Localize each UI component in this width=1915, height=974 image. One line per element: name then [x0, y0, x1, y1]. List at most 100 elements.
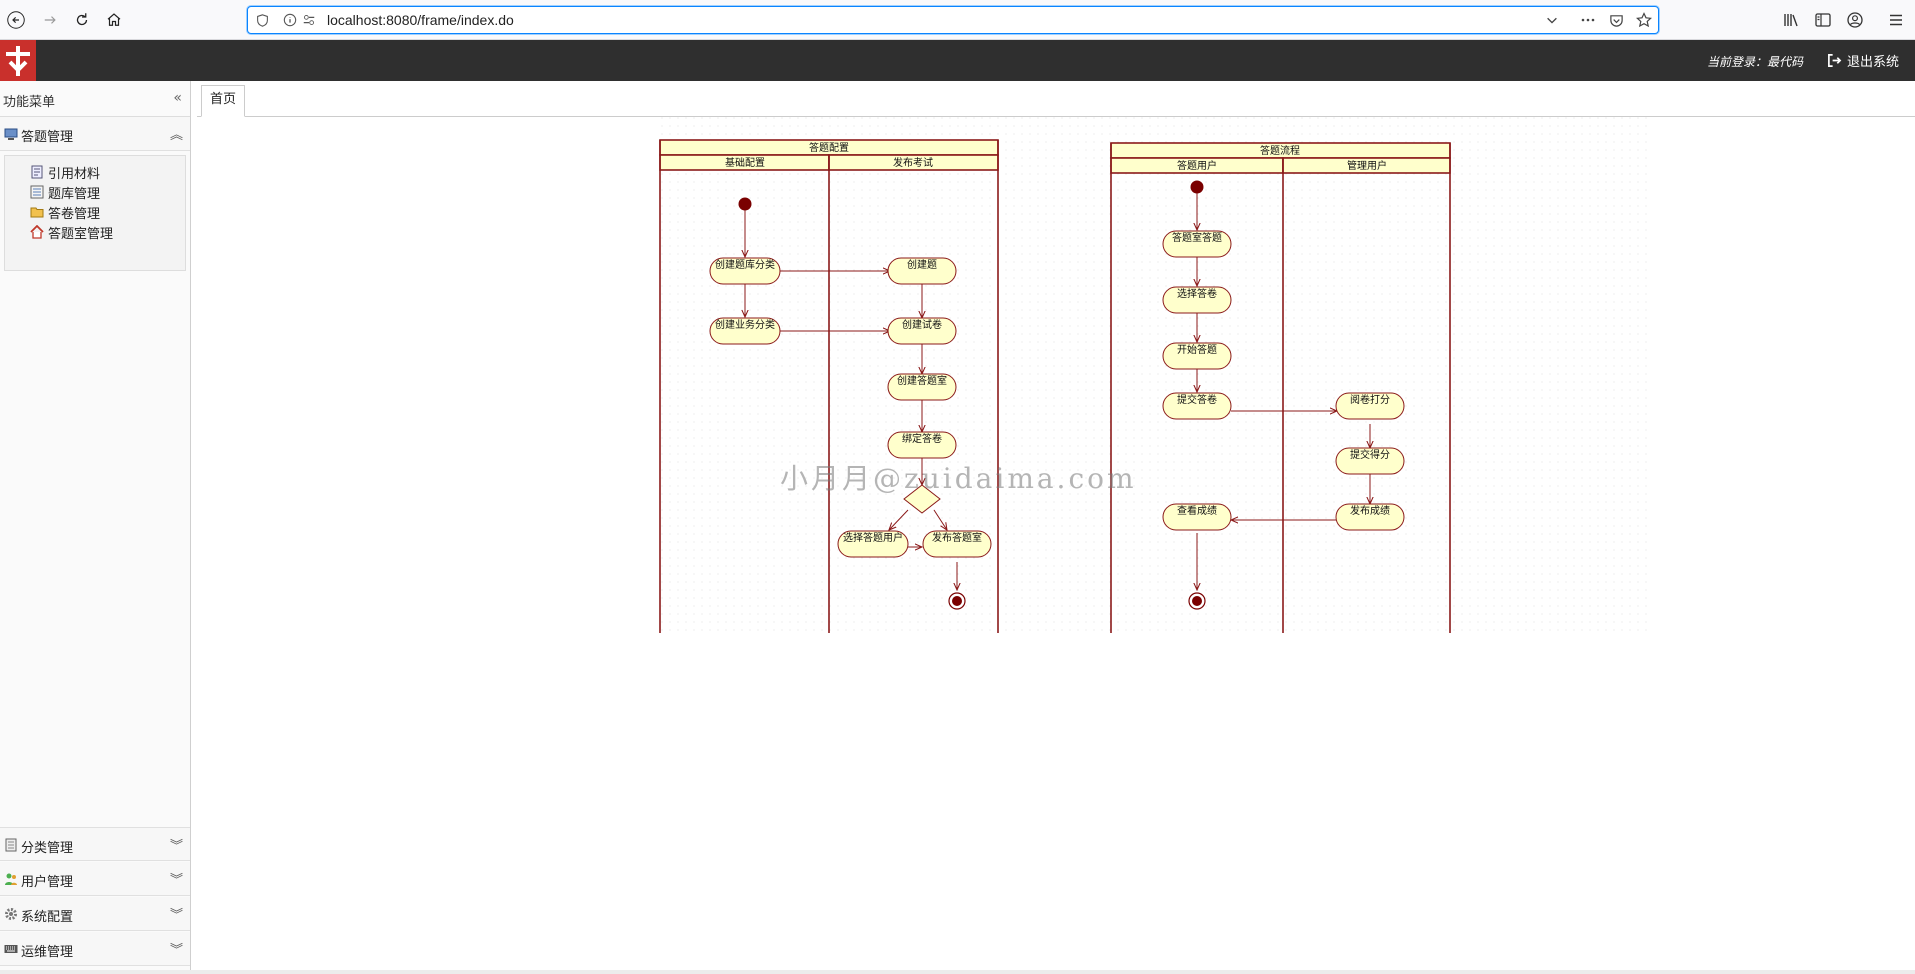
permissions-icon[interactable] — [301, 12, 317, 28]
activity-node — [1162, 503, 1232, 531]
watermark: 小月月@zuidaima.com — [780, 462, 1137, 495]
node-label: 查看成绩 — [1177, 504, 1217, 517]
node-label: 创建业务分类 — [715, 318, 775, 331]
reload-icon — [76, 13, 88, 26]
info-icon[interactable] — [282, 12, 298, 28]
activity-node — [709, 257, 781, 285]
accordion-label: 系统配置 — [21, 910, 74, 925]
initial-node — [1190, 180, 1204, 194]
node-label: 选择答卷 — [1177, 287, 1217, 300]
current-login-text: 当前登录：最代码 — [1706, 55, 1803, 69]
url-text[interactable]: localhost:8080/frame/index.do — [327, 12, 514, 28]
decision-node — [903, 484, 941, 514]
book-icon — [29, 165, 44, 180]
browser-toolbar: localhost:8080/frame/index.do — [0, 0, 1915, 40]
keyboard-icon — [4, 945, 18, 953]
activity-node — [887, 317, 957, 345]
back-arrow-icon — [7, 11, 25, 29]
menu-item-label: 引用材料 — [48, 166, 101, 182]
activity-node — [1335, 447, 1405, 475]
diagram-right — [1110, 142, 1451, 633]
hamburger-menu-icon[interactable] — [1886, 10, 1906, 30]
activity-node — [887, 373, 957, 401]
lane-label: 发布考试 — [893, 156, 933, 169]
users-icon — [5, 873, 17, 885]
address-bar[interactable]: localhost:8080/frame/index.do — [247, 6, 1659, 34]
sidebar-title: 功能菜单 — [3, 95, 56, 110]
chevron-down-icon[interactable]: ︾ — [169, 908, 183, 923]
activity-node — [1335, 392, 1405, 420]
forward-button[interactable] — [38, 8, 62, 32]
menu-item-question-bank[interactable]: 题库管理 — [29, 182, 100, 202]
activity-node — [887, 257, 957, 285]
home-icon — [107, 13, 121, 26]
chevron-down-icon[interactable]: ︾ — [169, 943, 183, 958]
node-label: 选择答题用户 — [843, 531, 903, 544]
node-label: 开始答题 — [1177, 343, 1217, 356]
sidebar-header: 功能菜单 « — [0, 81, 190, 117]
submenu-panel: 引用材料 题库管理 答卷管理 答题室管理 — [4, 155, 186, 271]
logout-label: 退出系统 — [1846, 55, 1899, 70]
node-label: 创建试卷 — [902, 318, 942, 331]
initial-node — [738, 197, 752, 211]
activity-node — [922, 530, 992, 558]
content-area: 答题配置 基础配置 发布考试 — [197, 117, 1915, 974]
reload-button[interactable] — [70, 8, 94, 32]
library-icon[interactable] — [1781, 10, 1801, 30]
tab-home[interactable]: 首页 — [201, 85, 245, 117]
logout-button[interactable]: 退出系统 — [1827, 51, 1899, 70]
diagram-left-title: 答题配置 — [809, 141, 849, 154]
logo — [0, 40, 36, 81]
node-label: 创建题 — [907, 258, 937, 271]
shield-icon[interactable] — [254, 12, 270, 28]
diagram-left — [659, 139, 999, 633]
lane-label: 基础配置 — [725, 156, 765, 169]
activity-node — [709, 317, 781, 345]
chevron-down-icon[interactable] — [1544, 12, 1560, 28]
computer-icon — [4, 128, 18, 140]
home-button[interactable] — [102, 8, 126, 32]
lane-label: 管理用户 — [1347, 159, 1387, 172]
final-node-core — [952, 596, 962, 606]
chevron-down-icon[interactable]: ︾ — [169, 839, 183, 854]
bookmark-star-icon[interactable] — [1636, 12, 1652, 28]
back-button[interactable] — [4, 8, 28, 32]
categories-icon — [5, 838, 17, 852]
pocket-icon[interactable] — [1608, 12, 1624, 28]
forward-arrow-icon — [44, 16, 56, 24]
node-label: 创建答题室 — [897, 374, 947, 387]
accordion-user-management[interactable]: 用户管理 ︾ — [0, 862, 190, 896]
tab-bar: 首页 — [197, 81, 1915, 117]
activity-node — [837, 530, 909, 558]
accordion-answer-management[interactable]: 答题管理 ︽ — [0, 117, 190, 151]
final-node-core — [1192, 596, 1202, 606]
account-icon[interactable] — [1845, 10, 1865, 30]
menu-item-answer-sheets[interactable]: 答卷管理 — [29, 202, 100, 222]
menu-item-label: 答卷管理 — [48, 206, 101, 222]
activity-node — [1162, 342, 1232, 370]
accordion-system-config[interactable]: 系统配置 ︾ — [0, 897, 190, 931]
accordion-label: 答题管理 — [21, 130, 74, 145]
chevron-up-icon[interactable]: ︽ — [169, 128, 183, 143]
logout-icon — [1828, 54, 1842, 67]
accordion-ops-management[interactable]: 运维管理 ︾ — [0, 932, 190, 966]
accordion-category-management[interactable]: 分类管理 ︾ — [0, 827, 190, 861]
menu-item-reference-materials[interactable]: 引用材料 — [29, 162, 100, 182]
sidebar: 功能菜单 « 答题管理 ︽ 引用材料 题库管理 答卷管理 — [0, 81, 191, 974]
node-label: 绑定答卷 — [902, 432, 942, 445]
menu-item-exam-rooms[interactable]: 答题室管理 — [29, 222, 113, 242]
more-actions-icon[interactable] — [1580, 12, 1596, 28]
collapse-sidebar-icon[interactable]: « — [173, 90, 182, 106]
folder-icon — [29, 205, 44, 220]
activity-node — [1162, 392, 1232, 420]
node-label: 答题室答题 — [1172, 231, 1222, 244]
activity-node — [887, 431, 957, 459]
accordion-label: 运维管理 — [21, 945, 74, 960]
diagram-right-title: 答题流程 — [1260, 144, 1300, 157]
bottom-edge — [0, 970, 1915, 974]
sidebar-toggle-icon[interactable] — [1813, 10, 1833, 30]
activity-node — [1335, 503, 1405, 531]
chevron-down-icon[interactable]: ︾ — [169, 873, 183, 888]
list-icon — [29, 185, 44, 200]
node-label: 提交答卷 — [1177, 393, 1217, 406]
